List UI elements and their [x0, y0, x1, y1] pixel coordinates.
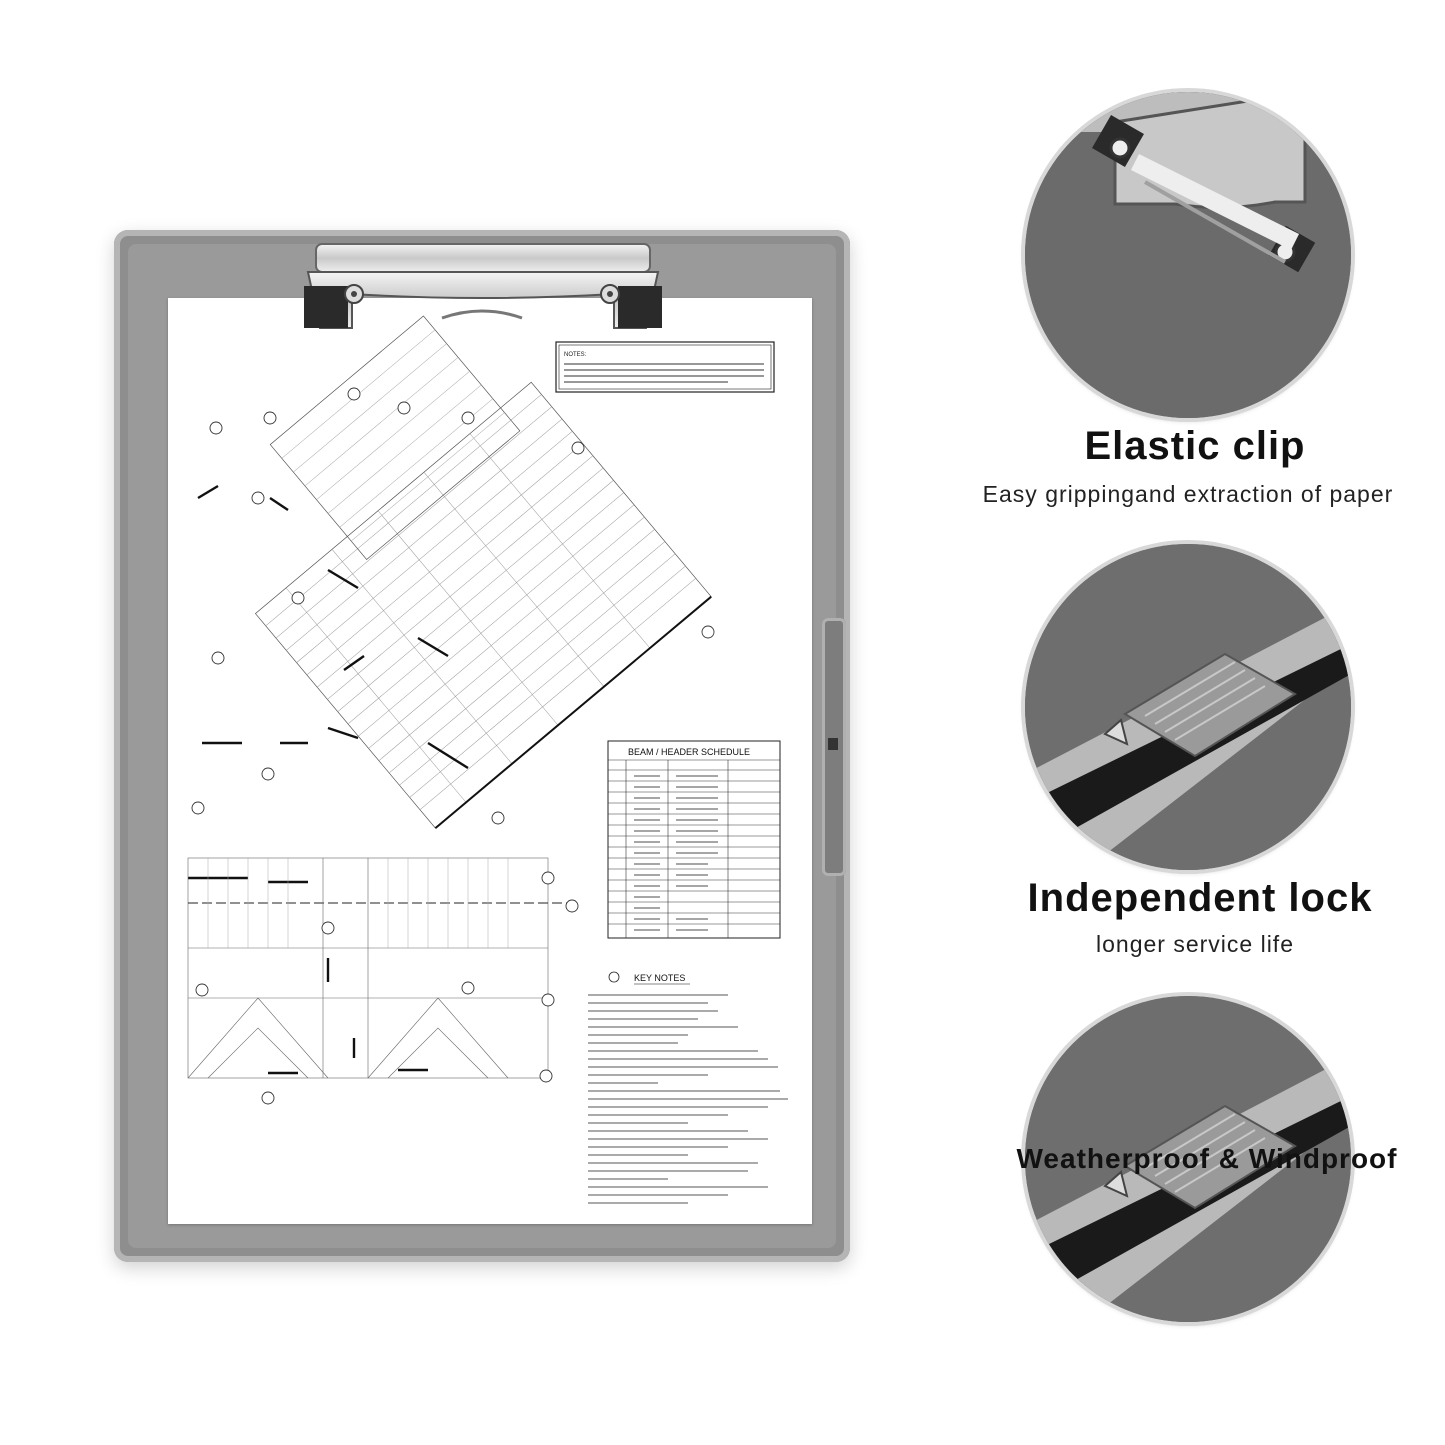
blueprint-sheet: NOTES: [168, 298, 812, 1224]
feature-title-elastic-clip: Elastic clip [1084, 424, 1306, 468]
schedule-title: BEAM / HEADER SCHEDULE [628, 747, 750, 757]
feature-title-independent-lock: Independent lock [1027, 876, 1373, 920]
feature-title-weatherproof: Weatherproof & Windproof [1016, 1143, 1398, 1174]
feature-subtitle-elastic-clip: Easy grippingand extraction of paper [982, 481, 1394, 507]
floor-plan-drawing: NOTES: [187, 315, 788, 1204]
metal-clip[interactable] [302, 242, 664, 330]
key-notes-title: KEY NOTES [634, 973, 685, 983]
latch-closeup-icon [1025, 996, 1351, 1322]
lock-closeup-icon [1025, 544, 1351, 870]
lock-tab [828, 738, 838, 750]
notes-heading: NOTES: [564, 352, 587, 358]
feature-subtitle-independent-lock: longer service life [1096, 931, 1294, 957]
clip-closeup-icon [1025, 92, 1351, 418]
